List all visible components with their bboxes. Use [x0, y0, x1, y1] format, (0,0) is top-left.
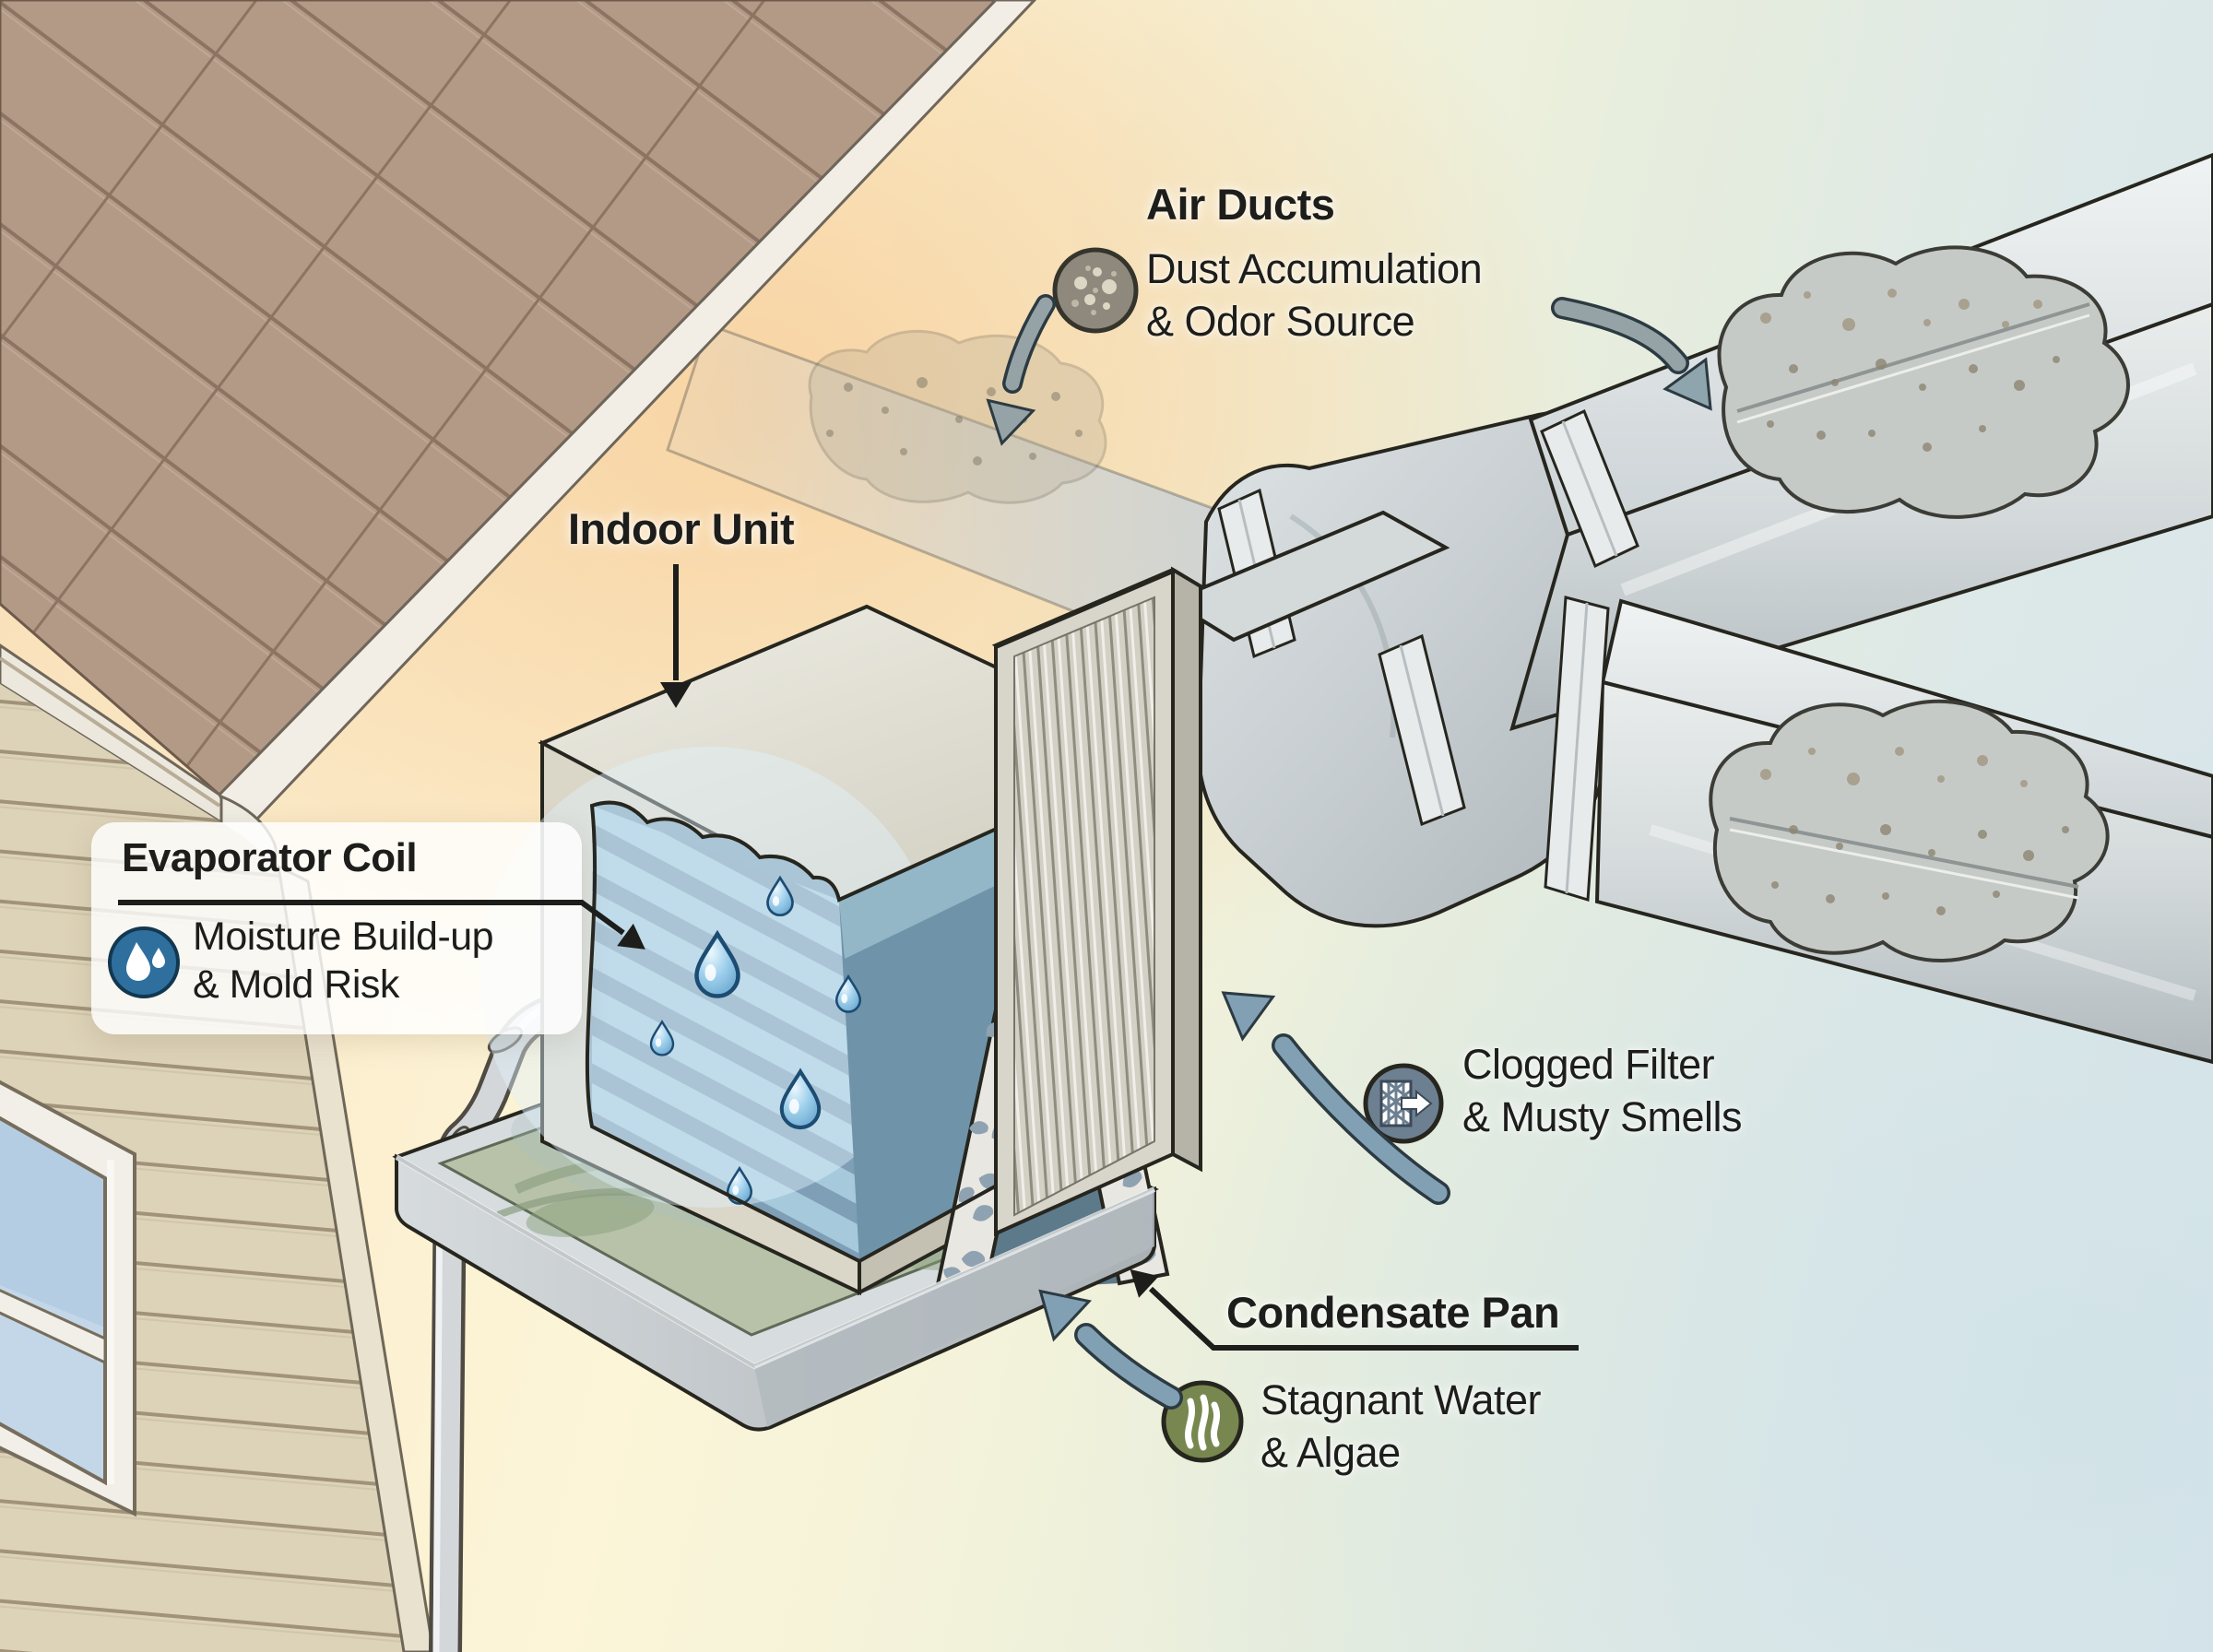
dust-particles-icon: [1052, 247, 1139, 334]
condensate-pan-title: Condensate Pan: [1226, 1288, 1560, 1337]
evaporator-coil-line2: & Mold Risk: [193, 962, 399, 1007]
clogged-filter-label: Clogged Filter & Musty Smells: [1462, 1038, 1743, 1143]
air-ducts-label: Air Ducts Dust Accumulation & Odor Sourc…: [1146, 180, 1483, 348]
duct-cutaway-upper: [1717, 245, 2130, 519]
clogged-filter-line2: & Musty Smells: [1462, 1093, 1743, 1141]
filter-pleats: [1013, 596, 1155, 1217]
water-droplets-icon: [108, 926, 180, 998]
condensate-pan-line1: Stagnant Water: [1260, 1376, 1542, 1423]
evaporator-coil-line1: Moisture Build-up: [193, 914, 494, 959]
air-ducts-line1: Dust Accumulation: [1146, 244, 1483, 292]
evaporator-coil-title: Evaporator Coil: [122, 835, 418, 880]
air-filter: [991, 566, 1205, 1237]
duct-cutaway-lower: [1709, 699, 2110, 962]
air-ducts-title: Air Ducts: [1146, 180, 1335, 229]
supply-duct-lower: [1594, 598, 2213, 1065]
filter-duct-connector: [1166, 510, 1450, 643]
condensate-pan-lines: Stagnant Water & Algae: [1260, 1374, 1542, 1479]
indoor-unit-label: Indoor Unit: [568, 504, 795, 553]
house-siding-wall: [0, 684, 435, 1652]
condensate-pan-front: [395, 1153, 1156, 1432]
condensate-pan-line2: & Algae: [1260, 1429, 1401, 1477]
window: [0, 1080, 136, 1517]
algae-icon: [1161, 1380, 1244, 1463]
air-ducts-line2: & Odor Source: [1146, 297, 1415, 345]
clogged-filter-icon: [1363, 1063, 1444, 1144]
clogged-filter-line1: Clogged Filter: [1462, 1041, 1715, 1088]
window-rail: [0, 1289, 107, 1365]
evaporator-coil-label-card: Evaporator Coil Moisture Build-up & Mold…: [91, 822, 582, 1034]
